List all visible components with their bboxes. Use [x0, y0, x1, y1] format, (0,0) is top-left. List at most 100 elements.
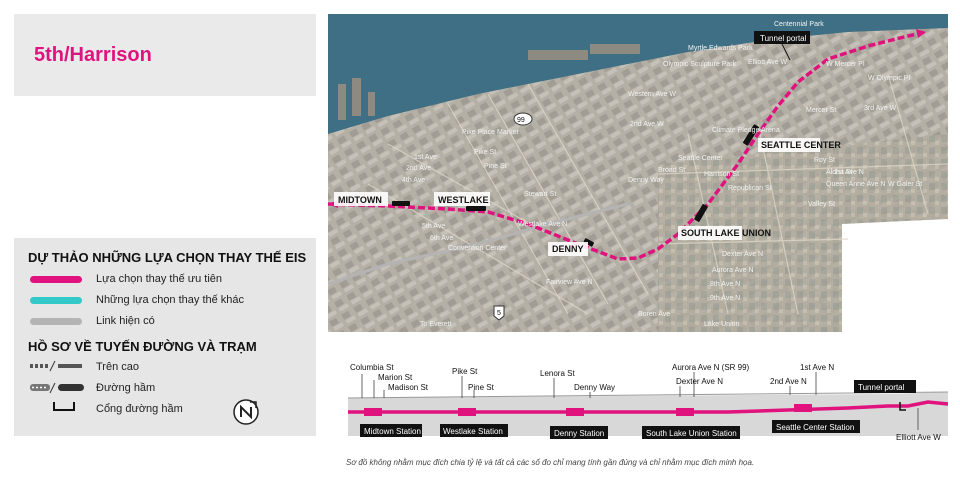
map-blank-area	[842, 219, 948, 332]
map-label: Climate Pledge Arena	[712, 127, 780, 134]
profile-station-south-lake-union: South Lake Union Station	[646, 429, 737, 438]
svg-text:2nd Ave N: 2nd Ave N	[770, 377, 807, 386]
map-label: Roy St	[814, 157, 835, 164]
svg-text:1st Ave N: 1st Ave N	[800, 363, 834, 372]
preferred-alternative-swatch	[30, 276, 82, 283]
map-label: Elliott Ave W	[748, 59, 788, 66]
svg-text:Pine St: Pine St	[468, 383, 495, 392]
map-label: Queen Anne Ave N	[826, 181, 885, 188]
existing-link-swatch	[30, 318, 82, 325]
map-label: Stewart St	[524, 191, 556, 198]
profile-station-seattle-center: Seattle Center Station	[776, 423, 854, 432]
map-label: To Everett	[420, 321, 452, 328]
profile-street-labels: Columbia St Marion St Madison St Pike St…	[350, 363, 941, 442]
profile-tunnel-portal: Tunnel portal	[858, 383, 905, 392]
map-label: Myrtle Edwards Park	[688, 45, 753, 52]
map-label: Fairview Ave N	[546, 279, 593, 286]
tunnel-label: Đường hầm	[96, 382, 156, 394]
map-label: Pine St	[484, 163, 507, 170]
profile-station-westlake: Westlake Station	[443, 427, 503, 436]
map-label: Convention Center	[448, 245, 507, 252]
map-label: 2nd Ave W	[630, 121, 664, 128]
station-markers	[392, 124, 759, 247]
title-panel: 5th/Harrison	[14, 14, 316, 96]
profile-station-labels: Midtown Station Westlake Station Denny S…	[360, 380, 916, 439]
svg-text:Madison St: Madison St	[388, 383, 429, 392]
map-label: Valley St	[808, 201, 835, 208]
svg-text:Aurora Ave N (SR 99): Aurora Ave N (SR 99)	[672, 363, 750, 372]
map-place-labels: Centennial Park Myrtle Edwards Park Olym…	[402, 21, 922, 328]
map-label: W Olympic Pl	[868, 75, 910, 82]
map-label: 2nd Ave	[406, 165, 431, 172]
map-label: Denny Way	[628, 177, 664, 184]
elevated-label: Trên cao	[96, 361, 140, 373]
map-label: 8th Ave N	[710, 281, 740, 288]
map-label: Dexter Ave N	[722, 251, 763, 258]
map-label: 4th Ave	[402, 177, 425, 184]
tunnel-line-icon	[30, 382, 84, 394]
map-label: Olympic Sculpture Park	[663, 61, 737, 68]
tunnel-portal-label: Cổng đường hầm	[96, 403, 183, 415]
svg-text:Marion St: Marion St	[378, 373, 413, 382]
legend-item-label: Lựa chọn thay thế ưu tiên	[96, 273, 223, 285]
route-profile: Columbia St Marion St Madison St Pike St…	[347, 363, 948, 442]
interstate-5-shield: 5	[493, 305, 505, 321]
tunnel-portal-callout: Tunnel portal	[754, 31, 810, 61]
legend-item-label: Những lựa chọn thay thế khác	[96, 294, 245, 306]
map-label: Harrison St	[704, 171, 739, 178]
map-label: Aloha St	[826, 169, 853, 176]
piers	[338, 44, 640, 120]
map-label: Seattle Center	[678, 155, 723, 162]
profile-street-ticks	[361, 372, 919, 430]
station-label-south-lake-union: SOUTH LAKE UNION	[681, 228, 771, 238]
map-label: Pike St	[474, 149, 496, 156]
map-label: Pike Place Market	[462, 129, 518, 136]
hwy-99-shield: 99	[513, 112, 533, 126]
map-label: Western Ave W	[628, 91, 676, 98]
map-label: 5th Ave	[422, 223, 445, 230]
svg-text:Denny Way: Denny Way	[574, 383, 615, 392]
svg-text:5: 5	[497, 310, 501, 317]
profile-legend-icons	[30, 360, 84, 411]
svg-text:Tunnel portal: Tunnel portal	[760, 34, 807, 43]
map-label: 9th Ave N	[710, 295, 740, 302]
profile-tunnel-portal-icon	[899, 402, 906, 411]
map-label: 1st Ave N	[834, 169, 864, 176]
svg-text:99: 99	[517, 117, 525, 124]
elevated-line-icon	[30, 360, 82, 372]
profile-station-midtown: Midtown Station	[364, 427, 421, 436]
svg-text:Columbia St: Columbia St	[350, 363, 394, 372]
north-arrow-icon	[233, 399, 259, 425]
legend-heading: DỰ THẢO NHỮNG LỰA CHỌN THAY THẾ EIS	[28, 250, 307, 265]
svg-text:Dexter Ave N: Dexter Ave N	[676, 377, 723, 386]
profile-legend-heading: HỒ SƠ VỀ TUYẾN ĐƯỜNG VÀ TRẠM	[28, 339, 257, 354]
map-label: W Mercer Pl	[826, 61, 865, 68]
map-label: Broad St	[658, 167, 685, 174]
map-label: Westlake Ave N	[518, 221, 567, 228]
other-alternatives-swatch	[30, 297, 82, 304]
svg-text:Lenora St: Lenora St	[540, 369, 575, 378]
map-label: Boren Ave	[638, 311, 670, 318]
profile-station-bars	[364, 404, 812, 416]
map-label: W Galer St	[888, 181, 922, 188]
map-label: 6th Ave	[430, 235, 453, 242]
legend-item-label: Link hiện có	[96, 315, 155, 327]
page-title: 5th/Harrison	[34, 44, 152, 66]
map-label: 3rd Ave W	[864, 105, 897, 112]
map-label: Centennial Park	[774, 21, 824, 28]
station-label-westlake: WESTLAKE	[438, 195, 489, 205]
station-label-seattle-center: SEATTLE CENTER	[761, 140, 841, 150]
route-arrow-east	[916, 29, 926, 38]
map-label: Lake Union	[704, 321, 740, 328]
profile-route-line	[348, 400, 948, 414]
legend-panel: DỰ THẢO NHỮNG LỰA CHỌN THAY THẾ EIS Lựa …	[14, 238, 316, 436]
map-label: Republican St	[728, 185, 772, 192]
tunnel-portal-icon	[53, 402, 75, 411]
map-label: Mercer St	[806, 107, 836, 114]
svg-text:Pike St: Pike St	[452, 367, 478, 376]
svg-text:Elliott Ave W: Elliott Ave W	[896, 433, 941, 442]
station-label-denny: DENNY	[552, 244, 584, 254]
existing-link-line	[328, 202, 629, 286]
disclaimer-note: Sơ đồ không nhằm mục đích chia tỷ lệ và …	[346, 458, 755, 467]
profile-station-denny: Denny Station	[554, 429, 604, 438]
